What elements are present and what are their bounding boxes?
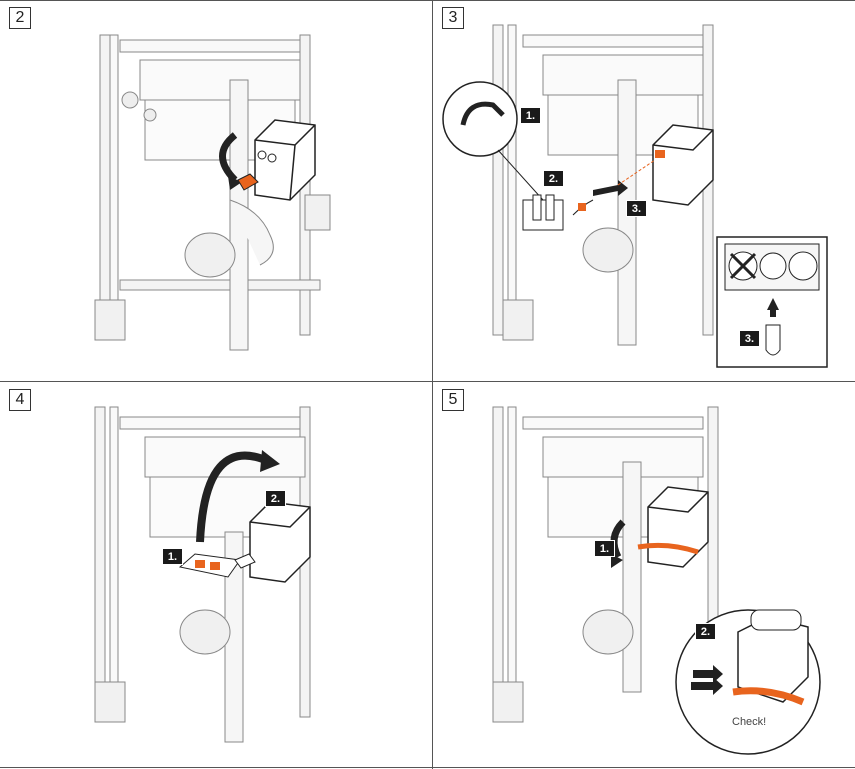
- arrow-icon: [196, 450, 280, 543]
- callout-2: 2.: [265, 490, 286, 507]
- step-panel-5: 5: [433, 382, 855, 767]
- callout-1: 1.: [162, 548, 183, 565]
- grid-bottom-border: [0, 767, 855, 768]
- step-number: 4: [9, 389, 31, 411]
- step-panel-4: 4: [0, 382, 432, 767]
- grid-horizontal-divider: [0, 381, 855, 382]
- callout-2: 2.: [695, 623, 716, 640]
- arrow-icon: [610, 519, 626, 568]
- frame-illustration: [94, 406, 311, 743]
- step-number: 3: [442, 7, 464, 29]
- motor-box-icon: [637, 486, 709, 568]
- step-number: 2: [9, 7, 31, 29]
- callout-1: 1.: [594, 540, 615, 557]
- motor-box-icon: [254, 119, 316, 201]
- plug-connector-icon: [237, 173, 259, 191]
- callout-3: 3.: [626, 200, 647, 217]
- grid-top-border: [0, 0, 855, 1]
- step-panel-3: 3: [433, 0, 855, 381]
- grid-vertical-divider: [432, 0, 433, 769]
- frame-illustration: [94, 34, 331, 351]
- arrow-icon: [219, 132, 242, 190]
- crossed-socket-icon: [728, 251, 758, 281]
- callout-2: 2.: [543, 170, 564, 187]
- frame-illustration: [442, 24, 828, 368]
- check-label: Check!: [732, 716, 767, 728]
- frame-illustration: [492, 406, 821, 755]
- callout-3-detail: 3.: [739, 330, 760, 347]
- plug-connector-icon: [522, 194, 594, 231]
- motor-box-icon: [652, 124, 714, 206]
- callout-1: 1.: [520, 107, 541, 124]
- step-number: 5: [442, 389, 464, 411]
- step-panel-2: 2: [0, 0, 432, 381]
